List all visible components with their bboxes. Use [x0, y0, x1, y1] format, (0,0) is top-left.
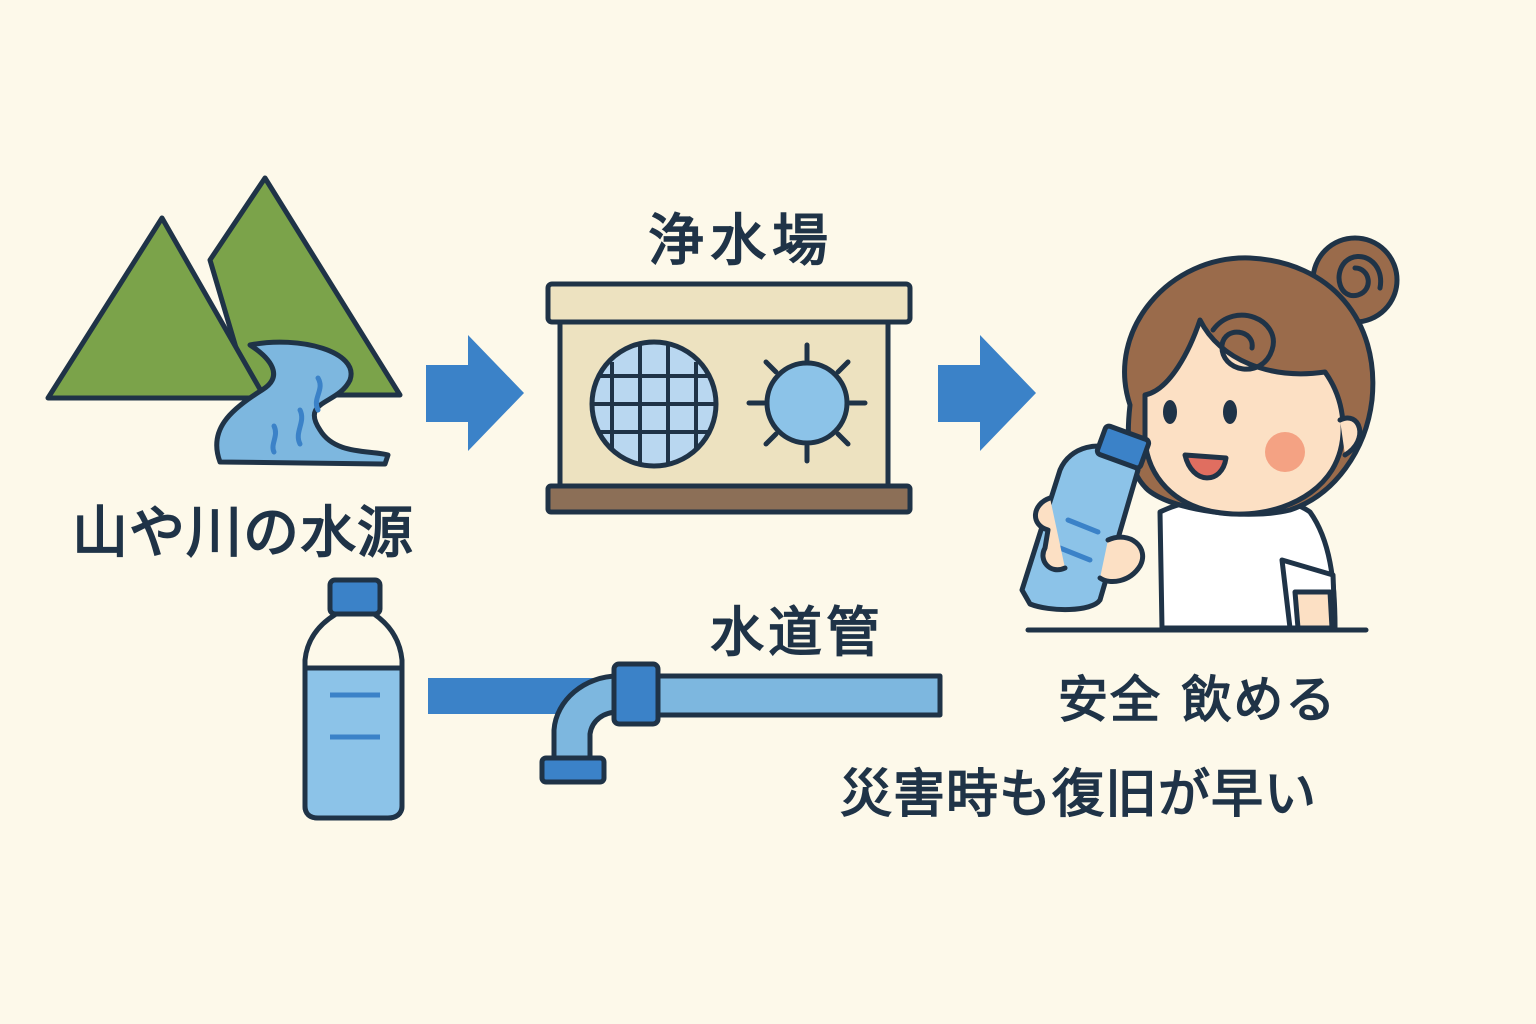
water-plant-icon	[545, 281, 913, 515]
mountain-river-icon	[45, 175, 403, 467]
water-plant-label: 浄水場	[648, 209, 834, 274]
water-pipe-icon	[428, 661, 943, 785]
arrow-right-icon	[426, 335, 524, 451]
arrow-right-icon	[938, 335, 1036, 451]
girl-drinking-icon	[1019, 235, 1400, 633]
water-source-label: 山や川の水源	[72, 501, 414, 566]
water-pipe-label: 水道管	[710, 601, 884, 664]
water-bottle-icon	[302, 577, 405, 821]
disaster-recovery-label: 災害時も復旧が早い	[840, 765, 1318, 825]
safe-drinkable-label: 安全 飲める	[1058, 671, 1338, 729]
